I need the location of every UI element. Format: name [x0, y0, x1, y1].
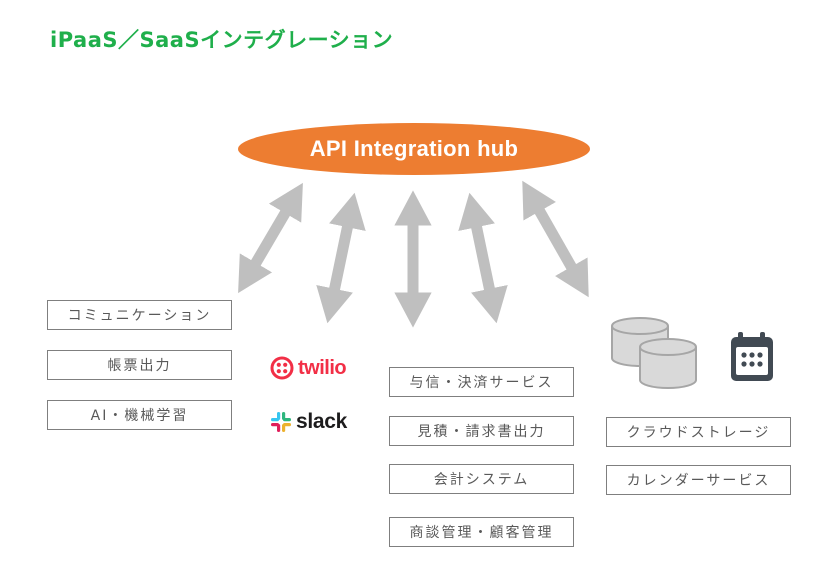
category-label: カレンダーサービス [626, 473, 771, 489]
category-label: クラウドストレージ [626, 425, 771, 441]
category-credit-payment: 与信・決済サービス [389, 367, 574, 397]
category-quote-invoice: 見積・請求書出力 [389, 416, 574, 446]
arrow-2 [316, 192, 366, 324]
category-communication: コミュニケーション [47, 300, 232, 330]
category-label: コミュニケーション [67, 308, 212, 324]
page-title: iPaaS／SaaSインテグレーション [50, 28, 394, 52]
category-crm: 商談管理・顧客管理 [389, 517, 574, 547]
arrow-4 [458, 192, 508, 324]
category-ai-ml: AI・機械学習 [47, 400, 232, 430]
api-integration-hub: API Integration hub [238, 123, 590, 175]
category-label: 会計システム [433, 472, 530, 488]
slack-logo: slack [270, 410, 347, 434]
category-label: 与信・決済サービス [409, 375, 554, 391]
hub-label: API Integration hub [309, 136, 519, 161]
category-label: 見積・請求書出力 [417, 424, 546, 440]
category-label: 商談管理・顧客管理 [409, 525, 554, 541]
category-label: 帳票出力 [107, 358, 172, 374]
category-cloud-storage: クラウドストレージ [606, 417, 791, 447]
twilio-icon [270, 356, 294, 380]
category-label: AI・機械学習 [90, 408, 189, 424]
database-icon [611, 317, 697, 389]
slack-wordmark: slack [296, 410, 348, 433]
category-accounting: 会計システム [389, 464, 574, 494]
calendar-icon [731, 332, 773, 381]
slack-icon [271, 412, 291, 432]
category-form-output: 帳票出力 [47, 350, 232, 380]
twilio-wordmark: twilio [298, 356, 347, 379]
arrow-1 [238, 182, 303, 294]
twilio-logo: twilio [270, 356, 347, 380]
category-calendar-service: カレンダーサービス [606, 465, 791, 495]
arrow-5 [522, 180, 589, 298]
